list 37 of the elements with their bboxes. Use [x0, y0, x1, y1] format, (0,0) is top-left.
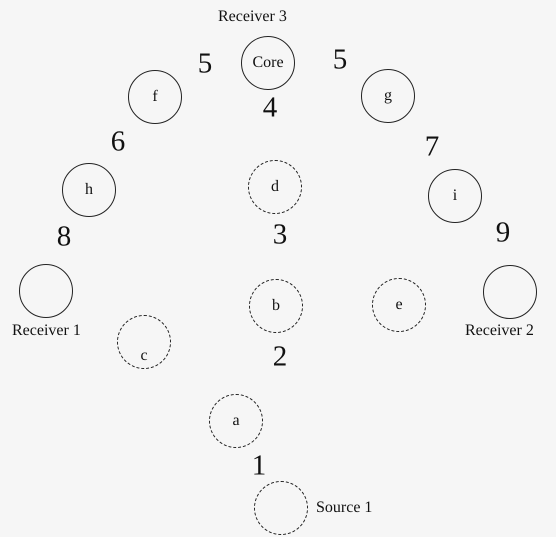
- circle-letter: e: [395, 296, 403, 314]
- circle-letter: Core: [252, 54, 284, 72]
- distance-number: 4: [262, 94, 278, 122]
- distance-number: 1: [252, 452, 266, 480]
- dashed-circle: [209, 394, 263, 448]
- distance-number: 6: [110, 128, 126, 156]
- circle-letter: f: [152, 88, 158, 106]
- circle-caption: Receiver 2: [465, 322, 534, 340]
- circle: [128, 70, 182, 124]
- distance-number: 8: [56, 222, 72, 252]
- distance-number: 5: [332, 46, 348, 74]
- circle: [62, 163, 116, 217]
- circle: [19, 264, 73, 318]
- circle-letter: c: [140, 347, 148, 365]
- circle-caption: Receiver 1: [12, 322, 81, 340]
- circle-letter: g: [384, 87, 392, 105]
- distance-number: 2: [272, 342, 288, 372]
- circle: [361, 69, 415, 123]
- circle: [241, 36, 295, 90]
- dashed-circle: [117, 315, 171, 369]
- circle-letter: b: [272, 297, 280, 315]
- dashed-circle: [248, 160, 302, 214]
- dashed-circle: [372, 278, 426, 332]
- circle: [428, 169, 482, 223]
- circle: [483, 265, 537, 319]
- circle-caption: Receiver 3: [218, 8, 287, 26]
- circle-letter: d: [271, 178, 279, 196]
- circle-caption: Source 1: [316, 499, 372, 517]
- distance-number: 7: [424, 132, 440, 162]
- distance-number: 3: [272, 220, 288, 250]
- circle-letter: h: [85, 181, 93, 199]
- distance-number: 5: [198, 50, 212, 78]
- distance-number: 9: [496, 218, 510, 248]
- circle-letter: a: [232, 412, 240, 430]
- dashed-circle: [254, 481, 308, 535]
- dashed-circle: [249, 279, 303, 333]
- circle-letter: i: [452, 187, 458, 205]
